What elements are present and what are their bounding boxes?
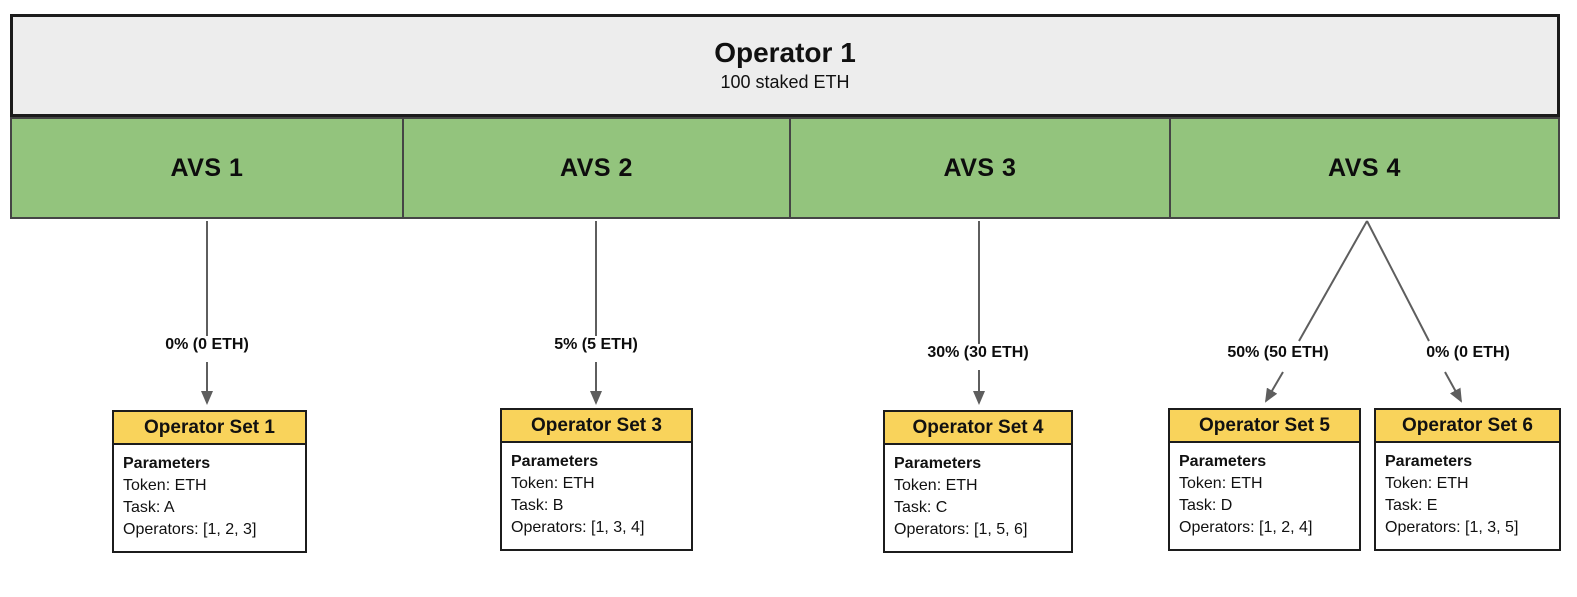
avs-1-label: AVS 1	[170, 153, 244, 182]
task-line: Task: B	[511, 497, 564, 514]
task-line: Task: E	[1385, 497, 1438, 514]
operator-set-4-box: Operator Set 4 Parameters Token: ETH Tas…	[883, 410, 1073, 553]
avs-2-label: AVS 2	[560, 153, 633, 182]
parameters-heading: Parameters	[511, 453, 599, 470]
operator-set-3-box: Operator Set 3 Parameters Token: ETH Tas…	[500, 408, 693, 551]
avs4-left-connector-line	[1298, 220, 1368, 342]
operator-set-5-box: Operator Set 5 Parameters Token: ETH Tas…	[1168, 408, 1361, 551]
allocation-label-avs4-right: 0% (0 ETH)	[1423, 344, 1513, 362]
avs-4-cell: AVS 4	[1171, 119, 1558, 217]
allocation-label-avs3: 30% (30 ETH)	[924, 344, 1032, 362]
parameters-heading: Parameters	[894, 455, 982, 472]
parameters-heading: Parameters	[1385, 453, 1473, 470]
operator-box: Operator 1 100 staked ETH	[10, 14, 1560, 117]
operators-line: Operators: [1, 5, 6]	[894, 521, 1028, 538]
avs-1-cell: AVS 1	[12, 119, 404, 217]
operator-title: Operator 1	[714, 36, 856, 68]
operator-set-1-title: Operator Set 1	[114, 412, 305, 445]
operator-set-4-params: Parameters Token: ETH Task: C Operators:…	[885, 445, 1071, 551]
token-line: Token: ETH	[1385, 475, 1469, 492]
token-line: Token: ETH	[511, 475, 595, 492]
avs-band: AVS 1 AVS 2 AVS 3 AVS 4	[10, 117, 1560, 219]
operator-set-3-title: Operator Set 3	[502, 410, 691, 443]
parameters-heading: Parameters	[123, 455, 211, 472]
operator-set-4-title: Operator Set 4	[885, 412, 1071, 445]
avs4-left-arrow	[1264, 371, 1284, 403]
token-line: Token: ETH	[1179, 475, 1263, 492]
avs-3-cell: AVS 3	[791, 119, 1171, 217]
operators-line: Operators: [1, 2, 4]	[1179, 519, 1313, 536]
operator-set-6-params: Parameters Token: ETH Task: E Operators:…	[1376, 443, 1559, 549]
parameters-heading: Parameters	[1179, 453, 1267, 470]
allocation-label-avs4-left: 50% (50 ETH)	[1224, 344, 1332, 362]
operator-set-6-box: Operator Set 6 Parameters Token: ETH Tas…	[1374, 408, 1561, 551]
operator-set-5-title: Operator Set 5	[1170, 410, 1359, 443]
task-line: Task: D	[1179, 497, 1233, 514]
avs-2-cell: AVS 2	[404, 119, 791, 217]
operators-line: Operators: [1, 3, 5]	[1385, 519, 1519, 536]
operators-line: Operators: [1, 3, 4]	[511, 519, 645, 536]
allocation-label-avs1: 0% (0 ETH)	[162, 336, 252, 354]
avs-3-label: AVS 3	[943, 153, 1017, 182]
operator-set-1-box: Operator Set 1 Parameters Token: ETH Tas…	[112, 410, 307, 553]
avs-4-label: AVS 4	[1328, 153, 1401, 182]
operators-line: Operators: [1, 2, 3]	[123, 521, 257, 538]
token-line: Token: ETH	[894, 477, 978, 494]
task-line: Task: A	[123, 499, 175, 516]
task-line: Task: C	[894, 499, 948, 516]
avs4-right-connector-line	[1366, 220, 1430, 342]
operator-stake-subtitle: 100 staked ETH	[720, 72, 850, 93]
token-line: Token: ETH	[123, 477, 207, 494]
operator-set-5-params: Parameters Token: ETH Task: D Operators:…	[1170, 443, 1359, 549]
operator-set-6-title: Operator Set 6	[1376, 410, 1559, 443]
operator-set-1-params: Parameters Token: ETH Task: A Operators:…	[114, 445, 305, 551]
operator-set-3-params: Parameters Token: ETH Task: B Operators:…	[502, 443, 691, 549]
avs4-right-arrow	[1444, 371, 1462, 403]
allocation-label-avs2: 5% (5 ETH)	[551, 336, 641, 354]
